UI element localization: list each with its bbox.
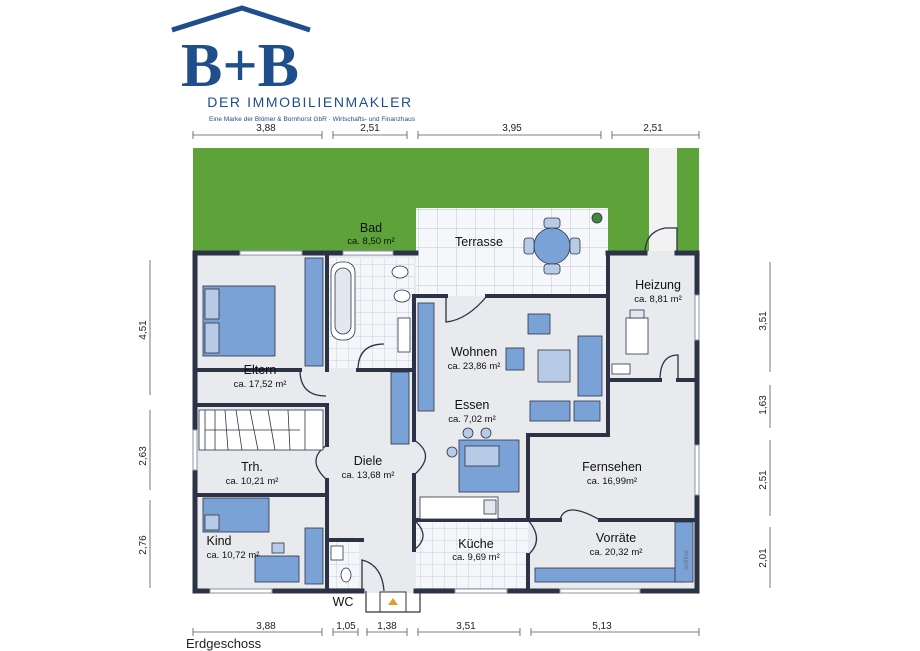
dim-bottom-5: 5,13 (592, 621, 612, 632)
room-area-bad: ca. 8,50 m² (347, 236, 395, 247)
dim-top-4: 2,51 (643, 123, 663, 134)
staircase (198, 409, 324, 451)
room-name-trh: Trh. (241, 460, 263, 474)
dim-right-3: 2,51 (758, 470, 769, 490)
logo-mark: B+B (181, 32, 299, 100)
wc-toilet (340, 567, 352, 583)
dim-bottom-4: 3,51 (456, 621, 476, 632)
dim-bottom-3: 1,38 (377, 621, 397, 632)
floor-title: Erdgeschoss (186, 636, 262, 651)
furniture (202, 212, 694, 585)
brand-name: DER IMMOBILIENMAKLER (207, 94, 412, 110)
dim-top-2: 2,51 (360, 123, 380, 134)
armchair (527, 313, 551, 335)
room-name-kueche: Küche (458, 537, 493, 551)
dimension-lines (149, 131, 771, 636)
room-area-vorraete: ca. 20,32 m² (590, 547, 643, 558)
sideboard (417, 302, 435, 412)
brand-logo: B+B DER IMMOBILIENMAKLER Eine Marke der … (171, 5, 416, 123)
storage-shelf (534, 567, 686, 583)
dim-right-2: 1,63 (758, 395, 769, 415)
desk (254, 555, 300, 583)
room-name-bad: Bad (360, 221, 382, 235)
room-area-wohnen: ca. 23,86 m² (448, 361, 501, 372)
dim-top-3: 3,95 (502, 123, 522, 134)
dim-left-1: 4,51 (138, 320, 149, 340)
room-area-fernsehen: ca. 16,99m² (587, 476, 637, 487)
brand-tagline: Eine Marke der Blömer & Bornhorst GbR · … (209, 116, 416, 123)
room-area-diele: ca. 13,68 m² (342, 470, 395, 481)
wardrobe (304, 257, 324, 367)
dimension-labels: 3,88 2,51 3,95 2,51 3,88 1,05 1,38 3,51 … (138, 123, 769, 632)
sofa (577, 335, 603, 397)
kitchen-floor (416, 520, 528, 590)
garden-path (649, 148, 677, 251)
coffee-table (537, 349, 571, 383)
room-area-eltern: ca. 17,52 m² (234, 379, 287, 390)
watermark: sollfiice (684, 550, 690, 570)
room-labels: Bad ca. 8,50 m² Terrasse Heizung ca. 8,8… (206, 221, 690, 609)
plant-icon (591, 212, 603, 224)
room-name-wohnen: Wohnen (451, 345, 497, 359)
room-area-heizung: ca. 8,81 m² (634, 294, 682, 305)
roof-icon (171, 5, 311, 33)
room-name-diele: Diele (354, 454, 383, 468)
room-name-eltern: Eltern (244, 363, 277, 377)
room-area-essen: ca. 7,02 m² (448, 414, 496, 425)
room-name-wc: WC (333, 595, 354, 609)
dim-right-1: 3,51 (758, 311, 769, 331)
room-name-essen: Essen (455, 398, 490, 412)
boiler (625, 317, 649, 355)
room-area-kueche: ca. 9,69 m² (452, 552, 500, 563)
entrance (365, 591, 421, 613)
walls (192, 250, 700, 594)
arrow-up-icon (388, 598, 398, 605)
windows (192, 250, 700, 594)
dim-left-3: 2,76 (138, 535, 149, 555)
stove-icon (483, 499, 497, 515)
terrace-table (533, 227, 571, 265)
room-name-vorraete: Vorräte (596, 531, 636, 545)
room-name-kind: Kind (206, 534, 231, 548)
room-area-kind: ca. 10,72 m² (207, 550, 260, 561)
dim-left-2: 2,63 (138, 446, 149, 466)
room-name-heizung: Heizung (635, 278, 681, 292)
sink (391, 265, 409, 279)
hall-cabinet (390, 371, 410, 445)
doors (299, 227, 679, 592)
dim-right-4: 2,01 (758, 548, 769, 568)
dim-bottom-1: 3,88 (256, 621, 276, 632)
kitchen-counter (419, 496, 499, 520)
dim-bottom-2: 1,05 (336, 621, 356, 632)
dining-table (464, 445, 500, 467)
toilet (393, 289, 411, 303)
dim-top-1: 3,88 (256, 123, 276, 134)
room-name-terrasse: Terrasse (455, 235, 503, 249)
room-name-fernsehen: Fernsehen (582, 460, 642, 474)
room-area-trh: ca. 10,21 m² (226, 476, 279, 487)
